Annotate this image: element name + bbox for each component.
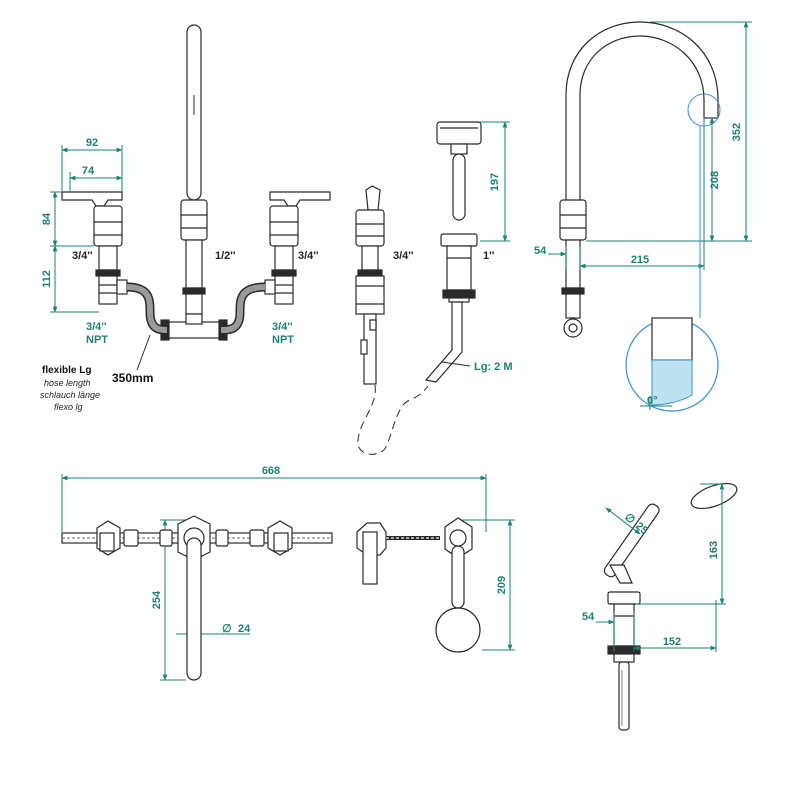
note-title: flexible Lg	[42, 365, 91, 376]
dim-254: 254	[151, 590, 163, 609]
left-valve-body	[93, 205, 123, 247]
thread-left-label: 3/4''	[72, 250, 93, 262]
dia-symbol-25: ∅	[622, 511, 637, 526]
right-lever-handle	[269, 191, 331, 207]
npt-right-label: NPT	[272, 334, 294, 346]
left-shank	[98, 245, 118, 271]
npt-left-label: NPT	[86, 334, 108, 346]
dim-angle: 0°	[647, 395, 658, 407]
right-shank	[274, 245, 294, 271]
note-line-1: hose length	[44, 378, 91, 388]
left-lever-handle	[61, 191, 123, 207]
dim-208: 208	[709, 171, 721, 189]
note-line-3: flexo lg	[54, 402, 83, 412]
dia-symbol-24: ∅	[222, 623, 232, 635]
hose-length-label: Lg: 2 M	[474, 361, 513, 373]
thread-center-label: 1/2''	[215, 250, 236, 262]
npt-left-size: 3/4''	[86, 321, 107, 333]
front-view-dimensions	[50, 145, 123, 313]
hose-dashed-path	[357, 384, 429, 455]
dim-92: 92	[86, 137, 98, 149]
right-valve-body	[269, 205, 299, 247]
dim-84: 84	[41, 212, 53, 225]
dim-215: 215	[631, 254, 649, 266]
top-view-dimensions	[61, 474, 515, 681]
hand-shower-dimensions	[480, 121, 510, 242]
hand-shower-side-view	[424, 121, 482, 383]
center-body	[180, 199, 208, 241]
front-view-faucet-set	[61, 24, 331, 341]
thread-right-label: 3/4''	[298, 250, 319, 262]
dim-209: 209	[496, 576, 508, 594]
angled-shower-dimensions	[596, 483, 726, 652]
hose-mm-label: 350mm	[112, 371, 153, 385]
dim-352: 352	[731, 123, 743, 141]
npt-right-size: 3/4''	[272, 321, 293, 333]
hose-leader	[441, 361, 471, 367]
dim-163: 163	[708, 541, 720, 559]
center-shank	[185, 239, 203, 289]
top-view-faucet-set	[61, 515, 481, 681]
thread-side-label: 3/4''	[393, 250, 414, 262]
dim-74: 74	[82, 165, 95, 177]
gooseneck-spout-side	[565, 21, 721, 200]
dim-112: 112	[41, 270, 53, 288]
flexible-hoses	[126, 282, 266, 371]
hand-shower-angled-view	[603, 482, 738, 731]
dim-668: 668	[262, 465, 280, 477]
gooseneck-dimensions	[548, 21, 752, 270]
dim-54-a: 54	[534, 245, 547, 257]
dim-24: 24	[238, 623, 251, 635]
side-view-valve	[355, 185, 385, 385]
gooseneck-body	[559, 199, 587, 338]
dim-197: 197	[489, 173, 501, 191]
spout-outlet-detail	[625, 126, 719, 412]
dim-54-b: 54	[582, 611, 595, 623]
dim-152: 152	[663, 636, 681, 648]
thread-shower-label: 1''	[483, 250, 495, 262]
note-line-2: schlauch länge	[40, 390, 100, 400]
